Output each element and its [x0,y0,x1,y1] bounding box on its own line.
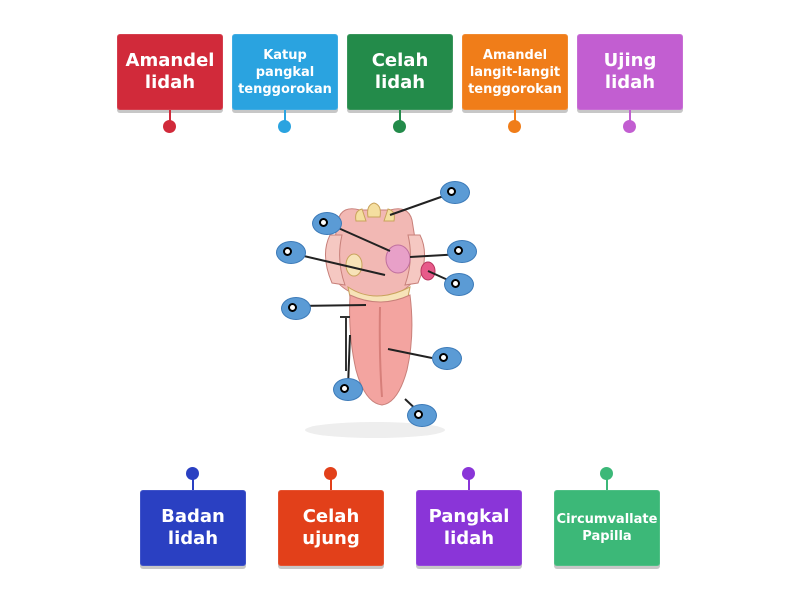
pin-stem [330,478,332,490]
drop-target[interactable] [312,212,342,235]
drop-target[interactable] [432,347,462,370]
pin-stem [399,110,401,122]
pin-dot [508,120,521,133]
pin-dot [324,467,337,480]
card-label: Katup pangkal tenggorokan [238,47,332,97]
label-card-katup-pangkal-tenggorokan[interactable]: Katup pangkal tenggorokan [232,34,338,110]
label-card-badan-lidah[interactable]: Badan lidah [140,490,246,566]
pin-dot [393,120,406,133]
tongue-diagram [290,191,463,438]
pin-stem [284,110,286,122]
pin-stem [169,110,171,122]
label-card-ujing-lidah[interactable]: Ujing lidah [577,34,683,110]
pin-dot [163,120,176,133]
drop-target[interactable] [407,404,437,427]
label-card-amandel-lidah[interactable]: Amandel lidah [117,34,223,110]
pin-dot [462,467,475,480]
card-label: Ujing lidah [603,50,657,93]
pin-dot [278,120,291,133]
pin-stem [468,478,470,490]
drop-target[interactable] [447,240,477,263]
label-card-celah-ujung[interactable]: Celah ujung [278,490,384,566]
drop-target[interactable] [444,273,474,296]
drop-target[interactable] [440,181,470,204]
pin-dot [186,467,199,480]
pin-stem [606,478,608,490]
label-card-circumvallate-papilla[interactable]: Circumvallate Papilla [554,490,660,566]
pin-dot [623,120,636,133]
drop-target[interactable] [281,297,311,320]
pin-stem [514,110,516,122]
card-label: Amandel lidah [125,50,215,93]
card-label: Circumvallate Papilla [556,512,658,544]
drop-target[interactable] [333,378,363,401]
card-label: Celah lidah [371,50,429,93]
drop-target[interactable] [276,241,306,264]
pin-stem [192,478,194,490]
label-card-celah-lidah[interactable]: Celah lidah [347,34,453,110]
card-label: Celah ujung [302,506,360,549]
label-card-amandel-langit-langit[interactable]: Amandel langit-langit tenggorokan [462,34,568,110]
pin-dot [600,467,613,480]
card-label: Pangkal lidah [428,506,510,549]
card-label: Amandel langit-langit tenggorokan [468,47,562,97]
card-label: Badan lidah [161,506,225,549]
label-card-pangkal-lidah[interactable]: Pangkal lidah [416,490,522,566]
pin-stem [629,110,631,122]
